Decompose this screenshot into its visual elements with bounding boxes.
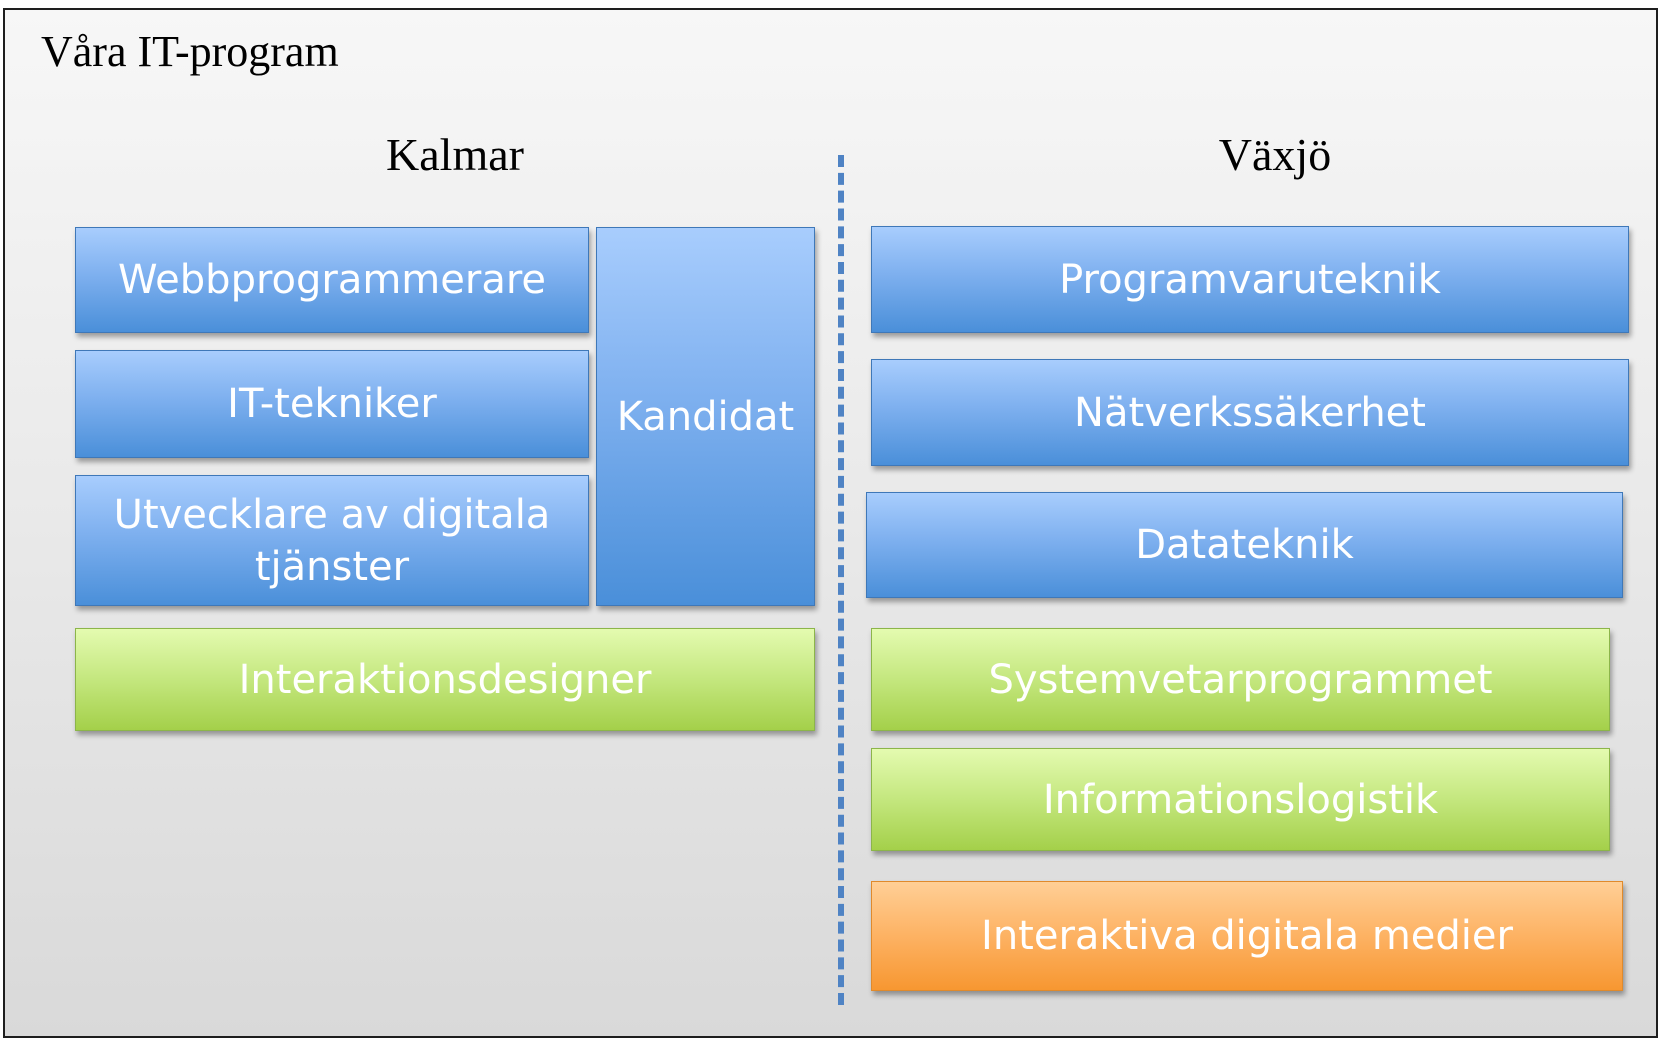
- program-interaktiva-digitala-medier: Interaktiva digitala medier: [871, 881, 1623, 991]
- program-interaktionsdesigner: Interaktionsdesigner: [75, 628, 815, 731]
- diagram-title: Våra IT-program: [41, 27, 339, 76]
- region-heading-vaxjo: Växjö: [1218, 129, 1332, 180]
- program-natverkssakerhet: Nätverkssäkerhet: [871, 359, 1629, 466]
- program-it-tekniker: IT-tekniker: [75, 350, 589, 458]
- program-systemvetarprogrammet: Systemvetarprogrammet: [871, 628, 1610, 731]
- program-datateknik: Datateknik: [866, 492, 1623, 598]
- program-kandidat: Kandidat: [596, 227, 815, 606]
- region-divider: [838, 155, 844, 1005]
- diagram-frame: Våra IT-program Kalmar Växjö Webbprogram…: [3, 8, 1658, 1038]
- program-programvaruteknik: Programvaruteknik: [871, 226, 1629, 333]
- region-heading-kalmar: Kalmar: [386, 129, 524, 180]
- program-informationslogistik: Informationslogistik: [871, 748, 1610, 851]
- program-webbprogrammerare: Webbprogrammerare: [75, 227, 589, 333]
- program-utvecklare-digitala-tjanster: Utvecklare av digitala tjänster: [75, 475, 589, 606]
